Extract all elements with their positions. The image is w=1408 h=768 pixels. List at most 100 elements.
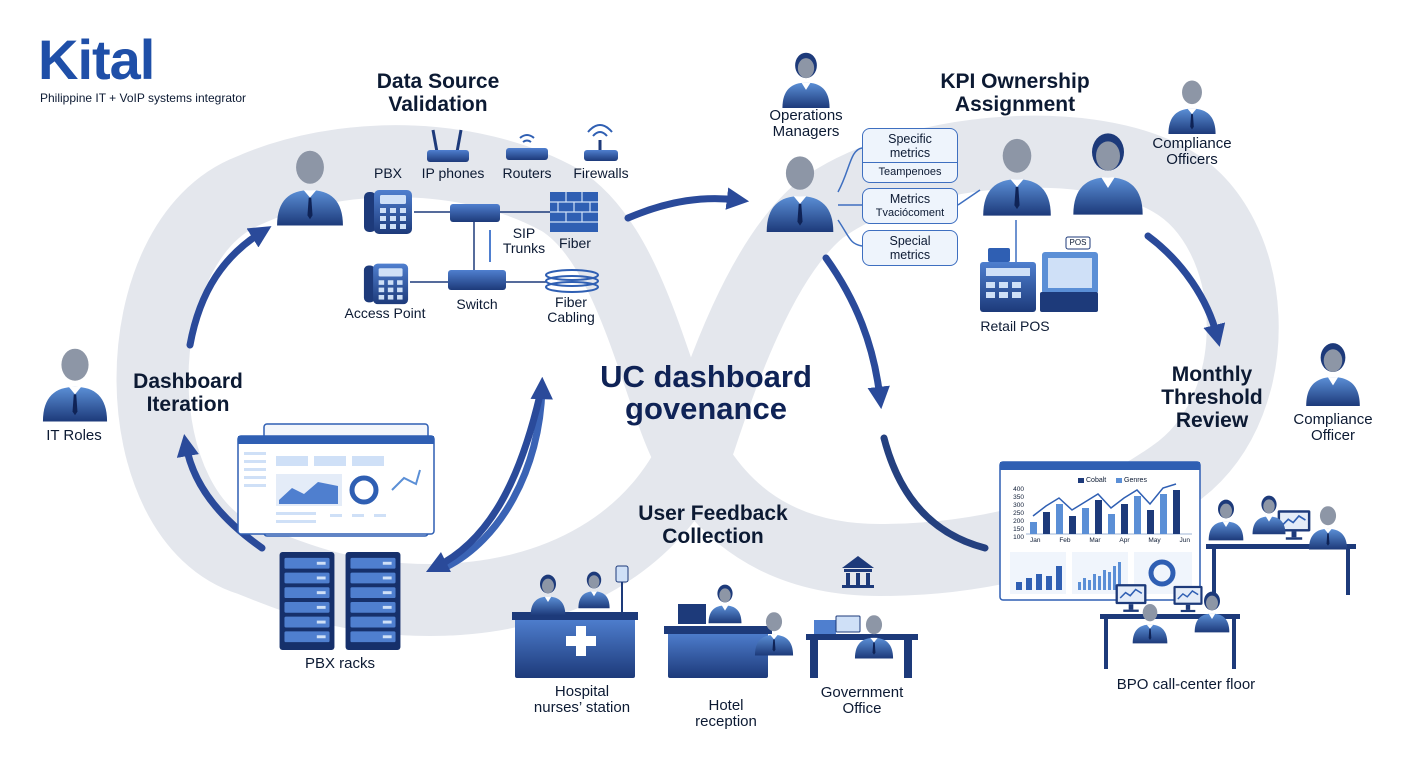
- stage-threshold: Monthly Threshold Review: [1150, 363, 1274, 432]
- bpo-y-tick: 400: [1013, 486, 1024, 493]
- compliance-officer-line2: Officer: [1311, 427, 1355, 444]
- bpo-trend-line: [1032, 483, 1177, 517]
- agent-monitor-icon-2: [1114, 583, 1148, 613]
- hospital-line1: Hospital: [554, 683, 610, 700]
- bpo-bar: [1147, 510, 1154, 534]
- hospital-line2: nurses’ station: [533, 699, 631, 716]
- stage-feedback: User Feedback Collection: [618, 502, 808, 548]
- stage-data-source: Data Source Validation: [346, 70, 530, 116]
- stage-data-source-line2: Validation: [388, 93, 488, 116]
- bpo-y-tick: 300: [1013, 502, 1024, 509]
- metrics-box: Metrics Tvaciócoment: [862, 188, 958, 224]
- retail-pos-icon: [980, 236, 1098, 312]
- compliance-officers-line1: Compliance: [1152, 135, 1232, 152]
- arrow-iteration-to-data: [186, 226, 272, 349]
- stage-threshold-line1: Monthly: [1171, 363, 1253, 386]
- arrow-kpi-down: [822, 254, 890, 410]
- center-title-line2: govenance: [625, 391, 787, 426]
- bpo-bar: [1082, 508, 1089, 534]
- fiber-cabling-label: Fiber Cabling: [540, 295, 602, 325]
- pbx-racks-label: PBX racks: [304, 655, 376, 672]
- operations-managers-label: Operations Managers: [752, 108, 860, 140]
- pbx-rack-icon-left: [279, 552, 335, 650]
- bpo-bar: [1056, 504, 1063, 534]
- sip-trunks-line2: Trunks: [502, 240, 546, 256]
- dashboard-screens: [237, 423, 435, 537]
- ip-phones-label: IP phones: [421, 165, 485, 181]
- bpo-bar: [1160, 494, 1167, 534]
- special-metrics-box: Special metrics: [862, 230, 958, 266]
- metrics-sub: Tvaciócoment: [875, 207, 945, 219]
- compliance-officers-line2: Officers: [1166, 151, 1218, 168]
- fiber-cabling-icon: [545, 269, 599, 293]
- compliance-officers-label: Compliance Officers: [1138, 136, 1246, 168]
- ip-phones-router-icon: [427, 129, 469, 162]
- government-office-icon: [806, 556, 918, 678]
- bpo-x-tick: May: [1148, 537, 1161, 544]
- hospital-station-icon: [512, 565, 638, 678]
- arrow-to-iteration: [176, 433, 266, 552]
- access-point-phone-icon: [363, 263, 409, 305]
- pbx-rack-icon-right: [345, 552, 401, 650]
- agent-person-3: [1308, 506, 1348, 550]
- bpo-x-tick: Mar: [1089, 537, 1101, 544]
- government-line2: Office: [842, 700, 882, 717]
- hotel-line1: Hotel: [708, 697, 744, 714]
- bpo-legend-cobalt: Cobalt: [1086, 477, 1107, 484]
- center-title: UC dashboard govenance: [578, 361, 834, 425]
- compliance-officer-person: [1306, 343, 1360, 406]
- bpo-y-ticks: 400 350 300 250 200 150 100: [1008, 486, 1024, 542]
- bpo-x-tick: Feb: [1059, 537, 1071, 544]
- firewalls-label: Firewalls: [573, 165, 629, 181]
- sip-gateway-icon: [450, 204, 500, 222]
- bpo-y-tick: 200: [1013, 518, 1024, 525]
- retail-pos-label: Retail POS: [980, 318, 1050, 334]
- hotel-label: Hotel reception: [680, 698, 772, 730]
- specific-metrics-line1: Specific: [888, 132, 932, 146]
- operations-managers-line1: Operations: [769, 107, 843, 124]
- bpo-bar: [1043, 512, 1050, 534]
- sip-trunks-line1: SIP: [512, 225, 536, 241]
- center-title-line1: UC dashboard: [600, 359, 812, 394]
- it-role-person: [42, 348, 108, 422]
- stage-data-source-line1: Data Source: [376, 70, 500, 93]
- specific-metrics-sub: Teampenoes: [863, 162, 957, 179]
- agent-person: [1208, 499, 1244, 541]
- government-line1: Government: [820, 684, 904, 701]
- bpo-agents: [1100, 544, 1356, 669]
- compliance-officer-line1: Compliance: [1293, 411, 1373, 428]
- hotel-reception-icon: [664, 604, 772, 678]
- stage-kpi-line2: Assignment: [954, 93, 1076, 116]
- bpo-x-ticks: Jan Feb Mar Apr May Jun: [1030, 537, 1190, 544]
- routers-icon: [506, 134, 548, 160]
- receptionist-person: [708, 584, 742, 624]
- metrics-line1: Metrics: [889, 192, 931, 206]
- specific-metrics-line2: metrics: [889, 146, 931, 160]
- bpo-y-tick: 100: [1013, 534, 1024, 541]
- stage-kpi-line1: KPI Ownership: [940, 70, 1090, 93]
- stage-feedback-line1: User Feedback: [638, 502, 788, 525]
- bpo-bar: [1030, 522, 1037, 534]
- bpo-y-tick: 350: [1013, 494, 1024, 501]
- network-links: [410, 211, 550, 283]
- arrow-feedback-to-dashboard: [442, 376, 553, 571]
- stage-iteration-line1: Dashboard: [133, 370, 243, 393]
- stage-threshold-line2: Threshold: [1161, 386, 1263, 409]
- pos-tag: POS: [1069, 238, 1087, 247]
- hospital-label: Hospital nurses’ station: [520, 684, 644, 716]
- bpo-y-tick: 250: [1013, 510, 1024, 517]
- stage-iteration: Dashboard Iteration: [122, 370, 254, 416]
- special-metrics-line2: metrics: [889, 248, 931, 262]
- bpo-x-tick: Jun: [1179, 537, 1190, 544]
- brand-logo: Kital: [38, 28, 155, 91]
- bpo-bar-chart: [1026, 483, 1192, 535]
- stage-threshold-line3: Review: [1175, 409, 1249, 432]
- brand-tagline: Philippine IT + VoIP systems integrator: [40, 91, 246, 105]
- hotel-line2: reception: [695, 713, 757, 730]
- metric-connectors: [837, 147, 1017, 262]
- operations-manager-female: [782, 52, 830, 108]
- switch-icon: [448, 270, 506, 290]
- bpo-bar: [1069, 516, 1076, 534]
- bpo-x-tick: Jan: [1030, 537, 1041, 544]
